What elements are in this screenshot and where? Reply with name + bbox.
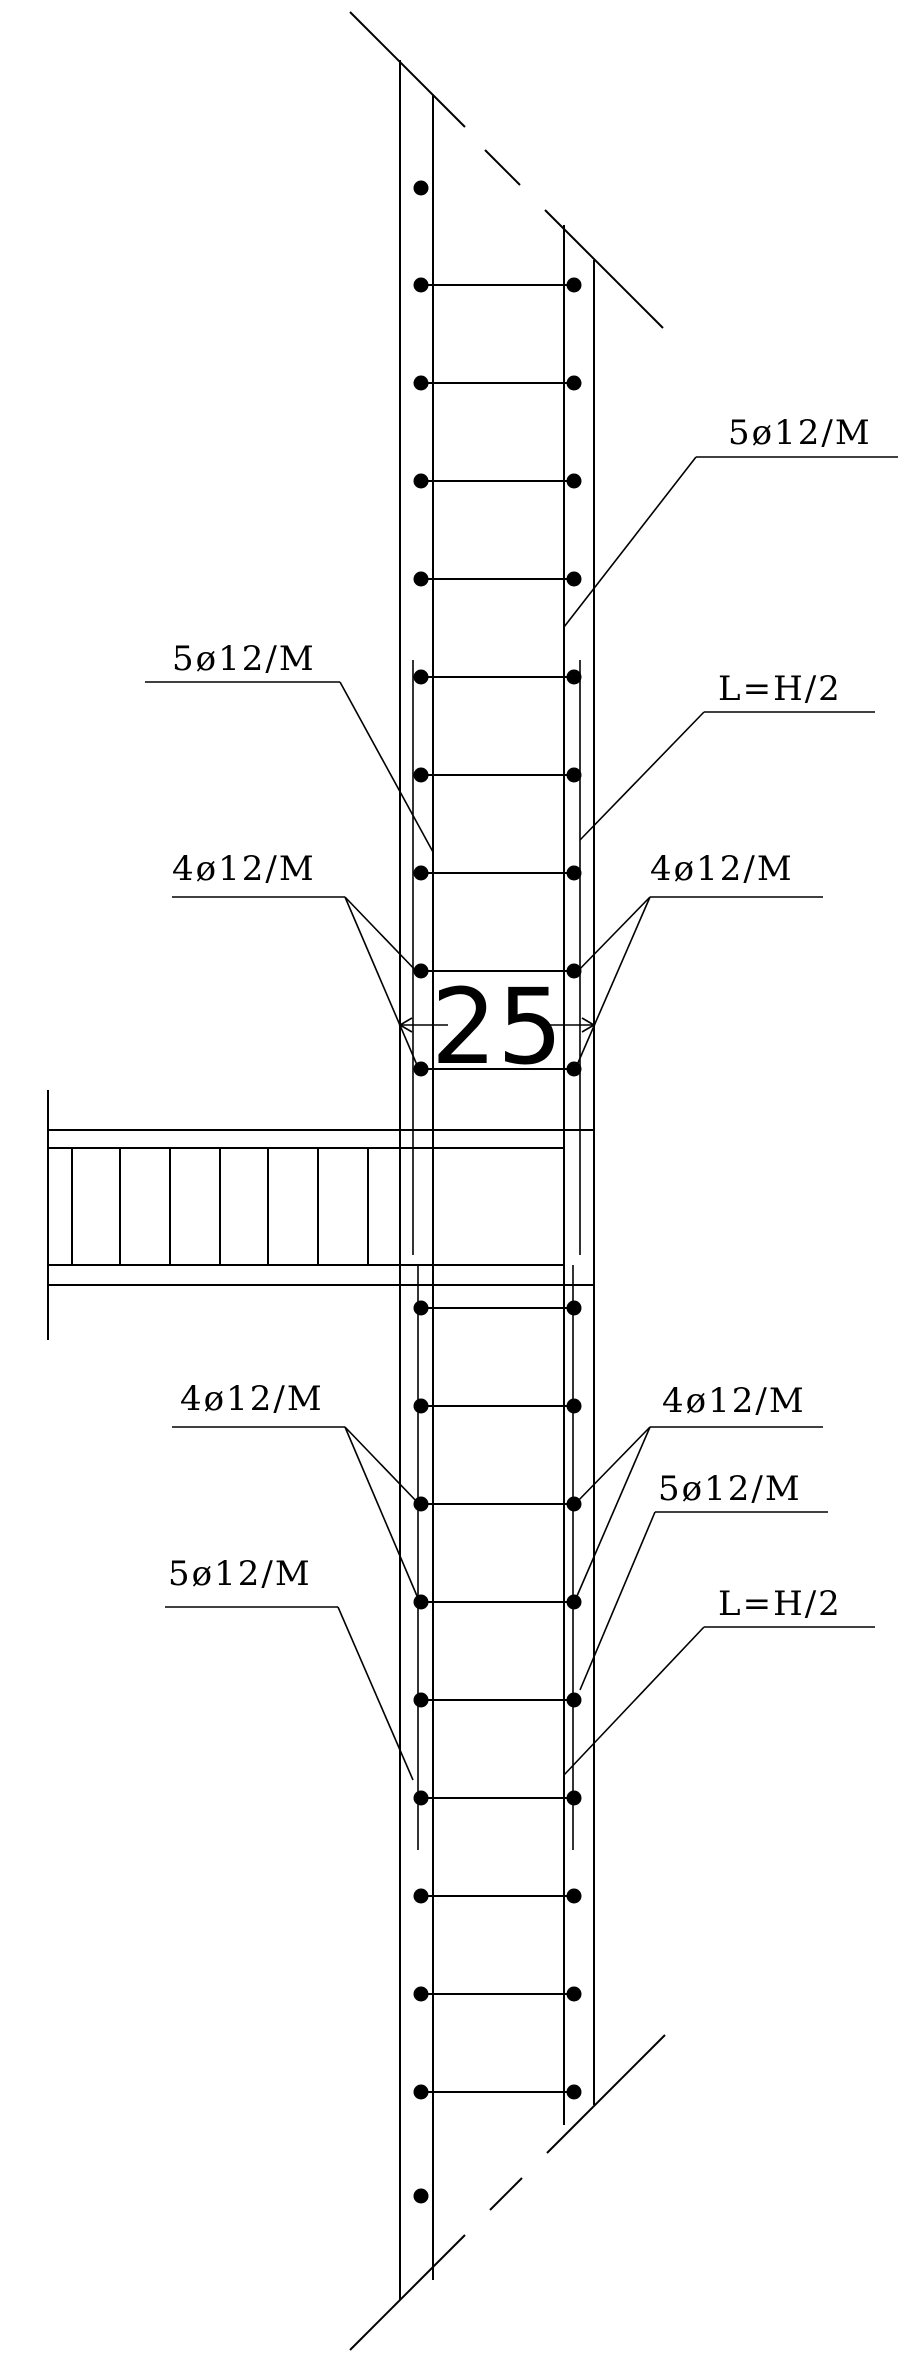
rebar-dot [413, 1692, 429, 1708]
rebar-dot [566, 1061, 582, 1077]
rebar-dot [413, 180, 429, 196]
rebar-dot [566, 375, 582, 391]
rebar-dot [566, 865, 582, 881]
rebar-dot [413, 473, 429, 489]
rebar-dot [566, 669, 582, 685]
rebar-dot [413, 669, 429, 685]
rebar-dot [566, 277, 582, 293]
rebar-dot [413, 571, 429, 587]
rebar-dot [413, 963, 429, 979]
label-top-right-length: L=H/2 [718, 669, 842, 709]
rebar-dot [566, 767, 582, 783]
dimension-25: 25 [398, 966, 596, 1088]
label-top-left-corner-bars: 4ø12/M [172, 849, 316, 889]
rebar-dot [413, 375, 429, 391]
break-lines [349, 11, 666, 2351]
lap-bars [412, 660, 581, 1850]
rebar-dot [413, 1986, 429, 2002]
rebar-dot [566, 1692, 582, 1708]
label-bottom-right-bar: 5ø12/M [658, 1469, 802, 1509]
rebar-dot [413, 1300, 429, 1316]
rebar-dots [413, 180, 582, 2204]
rebar-dot [566, 571, 582, 587]
label-bottom-left-corner-bars: 4ø12/M [180, 1379, 324, 1419]
rebar-dot [413, 1594, 429, 1610]
rebar-dot [413, 277, 429, 293]
label-bottom-right-length: L=H/2 [718, 1584, 842, 1624]
rebar-dot [413, 1496, 429, 1512]
rebar-dot [566, 473, 582, 489]
rebar-dot [566, 1986, 582, 2002]
dimension-value: 25 [431, 966, 563, 1088]
label-top-right-corner-bars: 4ø12/M [650, 849, 794, 889]
tie-bars [421, 284, 574, 2093]
label-top-left-bar: 5ø12/M [172, 639, 316, 679]
annotations: 5ø12/M L=H/2 5ø12/M 4ø12/M 4ø12/M 4ø12/M… [168, 413, 872, 1624]
rebar-dot [566, 1888, 582, 1904]
rebar-dot [566, 1790, 582, 1806]
label-bottom-right-corner-bars: 4ø12/M [662, 1381, 806, 1421]
rebar-dot [566, 963, 582, 979]
rebar-dot [413, 2188, 429, 2204]
rebar-dot [413, 2084, 429, 2100]
rebar-dot [566, 2084, 582, 2100]
rebar-dot [413, 1888, 429, 1904]
floor-slab [47, 1090, 594, 1340]
rebar-dot [413, 1790, 429, 1806]
leader-lines [145, 456, 898, 1781]
rebar-dot [566, 1300, 582, 1316]
rebar-dot [566, 1398, 582, 1414]
rebar-dot [413, 865, 429, 881]
label-bottom-left-bar: 5ø12/M [168, 1554, 312, 1594]
rebar-dot [413, 1398, 429, 1414]
label-top-right-bar: 5ø12/M [728, 413, 872, 453]
rebar-dot [413, 767, 429, 783]
